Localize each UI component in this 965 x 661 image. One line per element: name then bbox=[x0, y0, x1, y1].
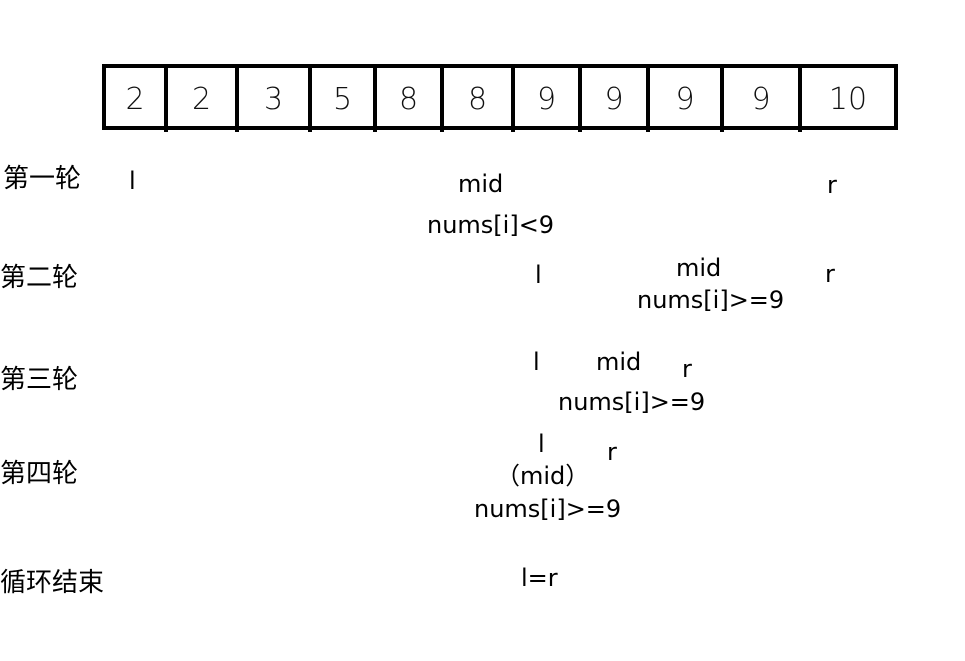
round-1-r-marker: r bbox=[827, 171, 837, 199]
array-cell-value: 10 bbox=[829, 82, 867, 117]
array-outline bbox=[102, 64, 898, 130]
round-3-l-marker: l bbox=[533, 348, 540, 376]
array-cell-value: 9 bbox=[604, 82, 623, 117]
array-cell-value: 2 bbox=[125, 82, 144, 117]
round-4-condition: nums[i]>=9 bbox=[474, 495, 622, 523]
loop-end-label: 循环结束 bbox=[0, 568, 105, 598]
round-4-l-marker: l bbox=[538, 430, 545, 458]
round-3-condition: nums[i]>=9 bbox=[558, 388, 706, 416]
array-cell-value: 5 bbox=[333, 82, 352, 117]
round-2-label: 第二轮 bbox=[0, 263, 79, 293]
round-4-mid-marker: （mid） bbox=[496, 462, 590, 490]
round-1-mid-marker: mid bbox=[458, 170, 504, 198]
round-3-r-marker: r bbox=[682, 355, 692, 383]
array-cells: 2 2 3 5 8 8 9 9 9 9 10 bbox=[102, 64, 898, 132]
array-cell-value: 8 bbox=[468, 82, 487, 117]
round-1-l-marker: l bbox=[129, 167, 136, 195]
round-3-label: 第三轮 bbox=[0, 365, 79, 395]
round-2-condition: nums[i]>=9 bbox=[637, 286, 785, 314]
round-4-r-marker: r bbox=[607, 438, 617, 466]
round-2-l-marker: l bbox=[535, 261, 542, 289]
loop-end-result: l=r bbox=[521, 564, 558, 592]
round-4-label: 第四轮 bbox=[0, 459, 79, 489]
round-1-label: 第一轮 bbox=[3, 164, 82, 194]
array-cell-value: 2 bbox=[192, 82, 211, 117]
array-cell-value: 3 bbox=[264, 82, 283, 117]
array-cell-value: 9 bbox=[751, 82, 770, 117]
round-2-mid-marker: mid bbox=[676, 254, 722, 282]
array-cell-value: 9 bbox=[537, 82, 556, 117]
round-3-mid-marker: mid bbox=[596, 348, 642, 376]
array-cell-value: 9 bbox=[675, 82, 694, 117]
array-cell-value: 8 bbox=[399, 82, 418, 117]
round-1-condition: nums[i]<9 bbox=[427, 211, 555, 239]
round-2-r-marker: r bbox=[825, 260, 835, 288]
